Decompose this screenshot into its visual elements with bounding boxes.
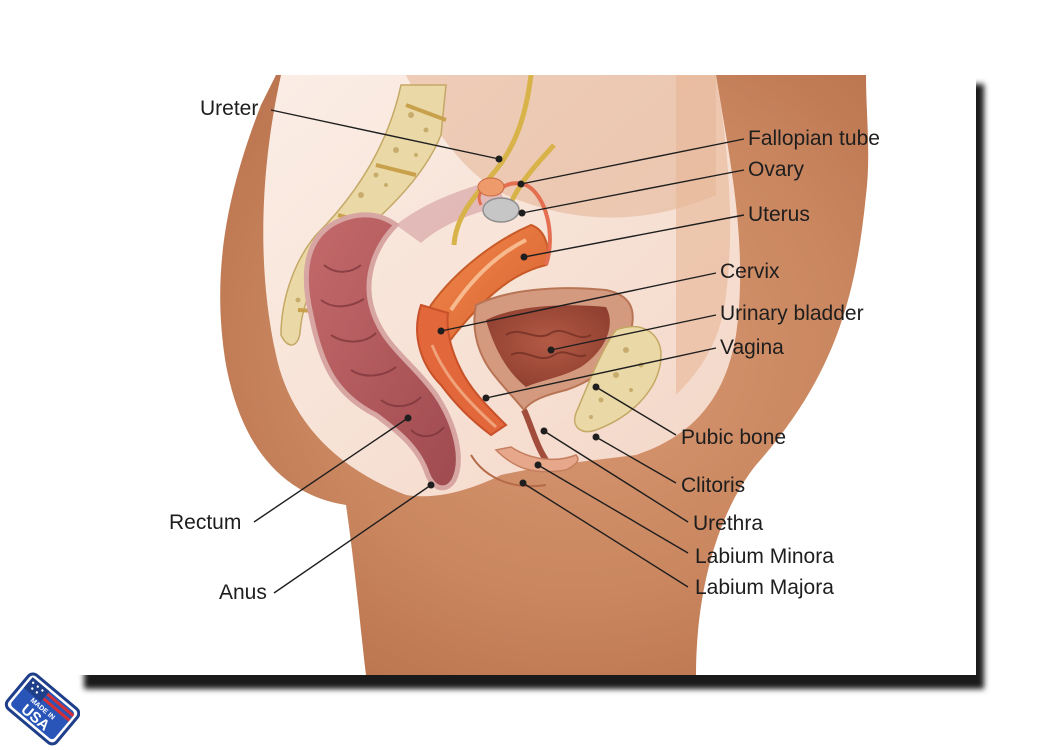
label-labium-majora: Labium Majora bbox=[695, 576, 834, 599]
label-urinary-bladder: Urinary bladder bbox=[720, 302, 864, 325]
anatomy-illustration bbox=[220, 75, 869, 675]
pubic-bone bbox=[574, 325, 662, 433]
labia bbox=[494, 446, 579, 473]
label-fallopian-tube: Fallopian tube bbox=[748, 127, 880, 150]
label-pubic-bone: Pubic bone bbox=[681, 426, 787, 449]
label-uterus: Uterus bbox=[748, 203, 810, 226]
label-clitoris: Clitoris bbox=[681, 474, 746, 497]
vagina bbox=[416, 303, 508, 437]
rectum bbox=[303, 212, 461, 491]
leader-lines bbox=[253, 109, 745, 594]
label-vagina: Vagina bbox=[720, 336, 784, 359]
ureter-left bbox=[451, 75, 534, 246]
label-anus: Anus bbox=[219, 581, 267, 604]
label-labium-minora: Labium Minora bbox=[695, 545, 834, 568]
anatomy-poster: Ureter Fallopian tube Ovary Uterus Cervi… bbox=[76, 75, 976, 675]
label-rectum: Rectum bbox=[169, 511, 242, 534]
label-urethra: Urethra bbox=[693, 512, 764, 535]
made-in-usa-badge: MADE IN USA bbox=[4, 672, 80, 746]
ovary bbox=[482, 197, 520, 223]
label-ureter: Ureter bbox=[200, 97, 259, 120]
right-belly bbox=[676, 75, 731, 395]
label-ovary: Ovary bbox=[748, 158, 805, 181]
urethra bbox=[521, 408, 549, 462]
label-cervix: Cervix bbox=[720, 260, 780, 283]
abdomen-shade bbox=[406, 75, 716, 218]
